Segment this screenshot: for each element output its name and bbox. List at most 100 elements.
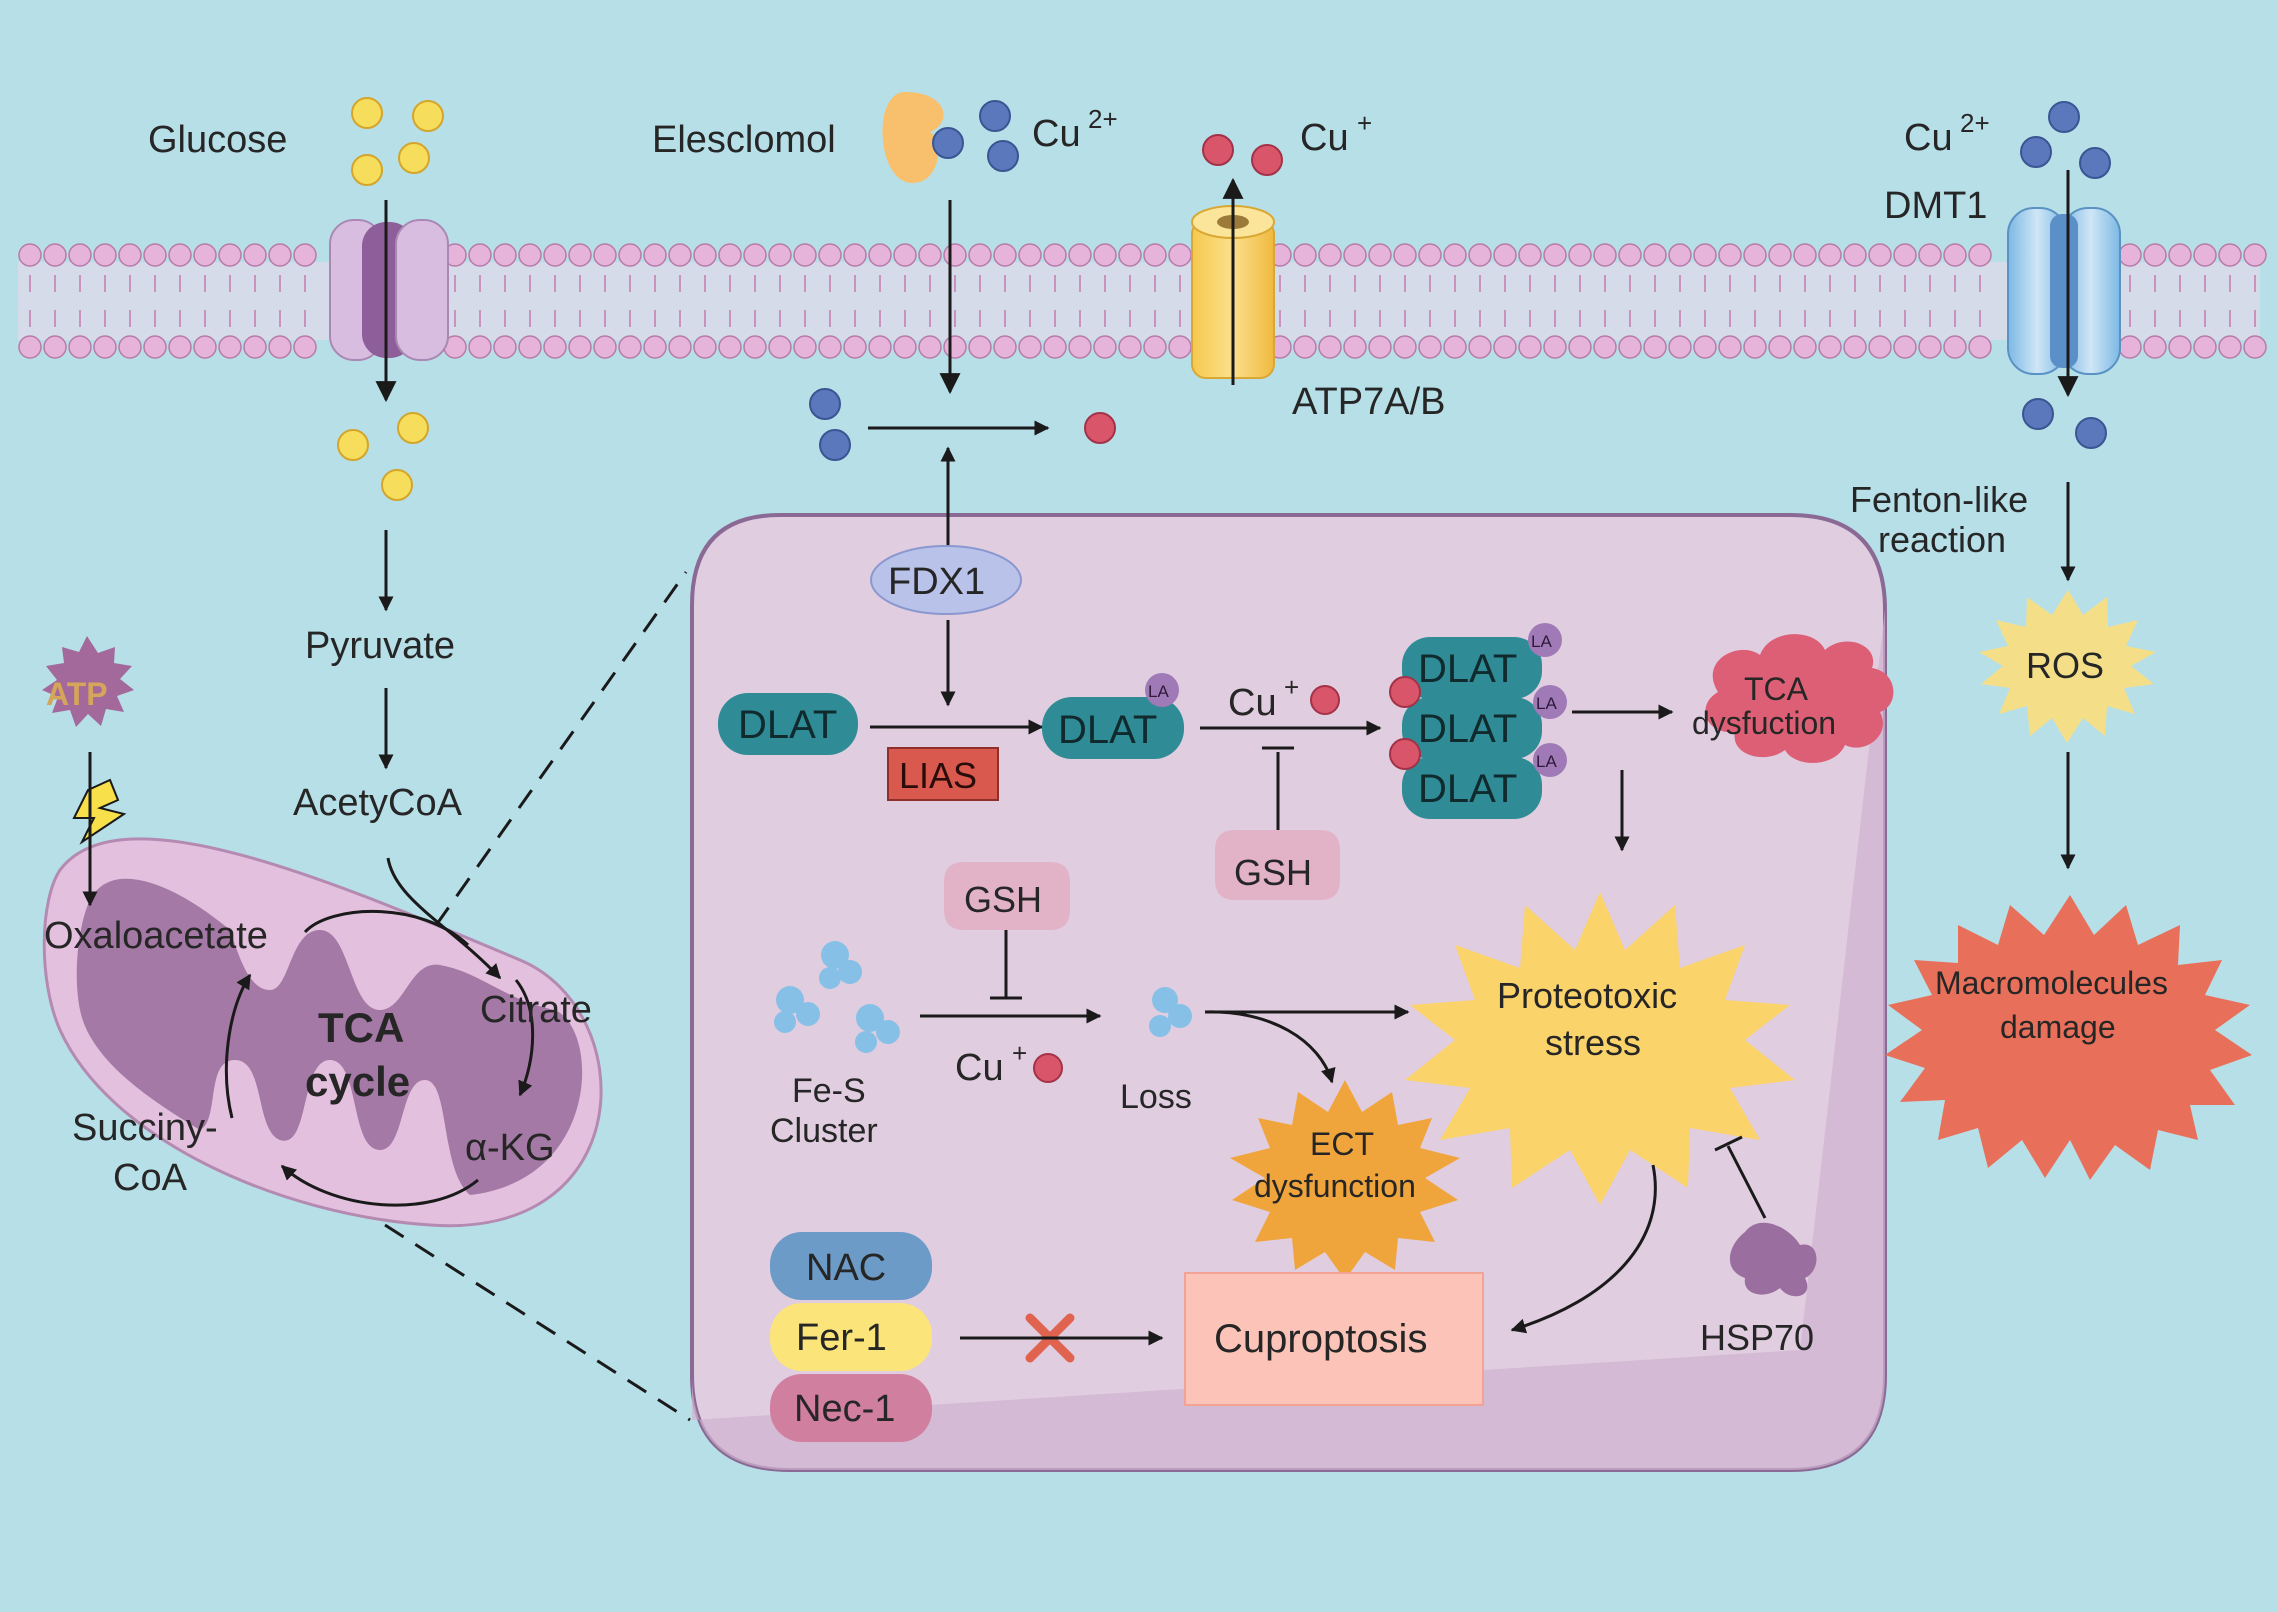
membrane-bead xyxy=(593,335,617,359)
membrane-bead xyxy=(1143,243,1167,267)
membrane-bead xyxy=(1743,243,1767,267)
membrane-bead xyxy=(2118,335,2142,359)
membrane-bead xyxy=(93,335,117,359)
membrane-bead xyxy=(18,243,42,267)
membrane-bead xyxy=(1943,335,1967,359)
membrane-bead xyxy=(1593,243,1617,267)
membrane-bead xyxy=(543,335,567,359)
membrane-bead xyxy=(1493,243,1517,267)
membrane-bead xyxy=(1043,335,1067,359)
membrane-bead xyxy=(118,335,142,359)
label-tca-cycle-2: cycle xyxy=(305,1058,410,1105)
membrane-bead xyxy=(1493,335,1517,359)
membrane-bead xyxy=(993,335,1017,359)
elesclomol-icon xyxy=(882,92,944,184)
membrane-bead xyxy=(1118,243,1142,267)
membrane-bead xyxy=(1093,335,1117,359)
membrane-bead xyxy=(1793,243,1817,267)
membrane-bead xyxy=(1843,335,1867,359)
membrane-bead xyxy=(1768,335,1792,359)
gsh-badge-1 xyxy=(1215,830,1340,900)
cu1-dots xyxy=(1033,134,1421,1083)
membrane-bead xyxy=(1843,243,1867,267)
membrane-bead xyxy=(1693,335,1717,359)
label-tca-dys-2: dysfuction xyxy=(1692,705,1836,741)
membrane-bead xyxy=(1568,335,1592,359)
label-hsp70: HSP70 xyxy=(1700,1317,1814,1358)
label-dlat-2: DLAT xyxy=(1058,708,1157,752)
membrane-bead xyxy=(168,335,192,359)
membrane-bead xyxy=(1543,335,1567,359)
label-macro-2: damage xyxy=(2000,1009,2116,1045)
label-akg: α-KG xyxy=(465,1127,555,1169)
label-la-2: LA xyxy=(1531,632,1552,651)
label-loss: Loss xyxy=(1120,1078,1192,1116)
membrane-bead xyxy=(2193,335,2217,359)
membrane-bead xyxy=(2193,243,2217,267)
membrane-bead xyxy=(568,335,592,359)
label-gsh-1: GSH xyxy=(1234,852,1312,893)
label-lias: LIAS xyxy=(899,755,977,796)
membrane-bead xyxy=(293,335,317,359)
membrane-bead xyxy=(1468,243,1492,267)
membrane-bead xyxy=(2218,243,2242,267)
membrane-bead xyxy=(1718,335,1742,359)
membrane-bead xyxy=(968,335,992,359)
proteotoxic-stress-burst xyxy=(1405,892,1795,1205)
membrane-bead xyxy=(218,243,242,267)
nac-badge xyxy=(770,1232,932,1300)
membrane-bead xyxy=(2118,243,2142,267)
membrane-bead xyxy=(1518,243,1542,267)
fe-s-cluster-icon xyxy=(774,941,1192,1053)
membrane-bead xyxy=(1468,335,1492,359)
label-glucose: Glucose xyxy=(148,119,287,161)
cuproptosis-box xyxy=(1184,1272,1484,1406)
membrane-bead xyxy=(1143,335,1167,359)
membrane-bead xyxy=(493,335,517,359)
membrane-bead xyxy=(943,335,967,359)
label-cu2-top-sup: 2+ xyxy=(1088,104,1118,134)
membrane-bead xyxy=(693,243,717,267)
membrane-bead xyxy=(1343,335,1367,359)
text-labels: Glucose Elesclomol Cu 2+ Cu + Cu 2+ DMT1… xyxy=(44,104,2168,1430)
mitochondrion-icon xyxy=(42,837,603,1228)
lias-box xyxy=(887,747,999,801)
membrane-bead xyxy=(193,335,217,359)
label-fer1: Fer-1 xyxy=(796,1317,887,1359)
label-ros: ROS xyxy=(2026,645,2104,686)
label-la-4: LA xyxy=(1536,752,1557,771)
membrane-bead xyxy=(468,243,492,267)
membrane-bead xyxy=(1293,335,1317,359)
membrane-bead xyxy=(2243,335,2267,359)
membrane-bead xyxy=(2243,243,2267,267)
membrane-bead xyxy=(668,243,692,267)
lightning-icon xyxy=(72,778,127,845)
inhibition-lines xyxy=(990,746,1767,1219)
label-atp: ATP xyxy=(46,676,108,712)
membrane-bead xyxy=(618,335,642,359)
membrane-bead xyxy=(1718,243,1742,267)
ect-dysfunction-burst xyxy=(1230,1080,1460,1280)
membrane-bead xyxy=(143,335,167,359)
label-fenton-1: Fenton-like xyxy=(1850,479,2028,520)
label-ect-1: ECT xyxy=(1310,1126,1374,1162)
label-dmt1: DMT1 xyxy=(1884,185,1987,227)
fer1-badge xyxy=(770,1303,932,1371)
membrane-bead xyxy=(1093,243,1117,267)
label-proteotoxic-2: stress xyxy=(1545,1022,1641,1063)
dlat-lipoylated xyxy=(1042,697,1184,759)
membrane-bead xyxy=(2218,335,2242,359)
la-tag xyxy=(1533,743,1567,777)
membrane-bead xyxy=(618,243,642,267)
membrane-bead xyxy=(2143,335,2167,359)
label-succinyl-2: CoA xyxy=(113,1157,188,1199)
atp-badge xyxy=(42,636,134,727)
membrane-bead xyxy=(893,243,917,267)
pill-shapes xyxy=(718,545,1542,1442)
membrane-bead xyxy=(918,243,942,267)
membrane-bead xyxy=(218,335,242,359)
label-tca-dys-1: TCA xyxy=(1744,671,1809,707)
membrane-bead xyxy=(168,243,192,267)
membrane-bead xyxy=(1518,335,1542,359)
